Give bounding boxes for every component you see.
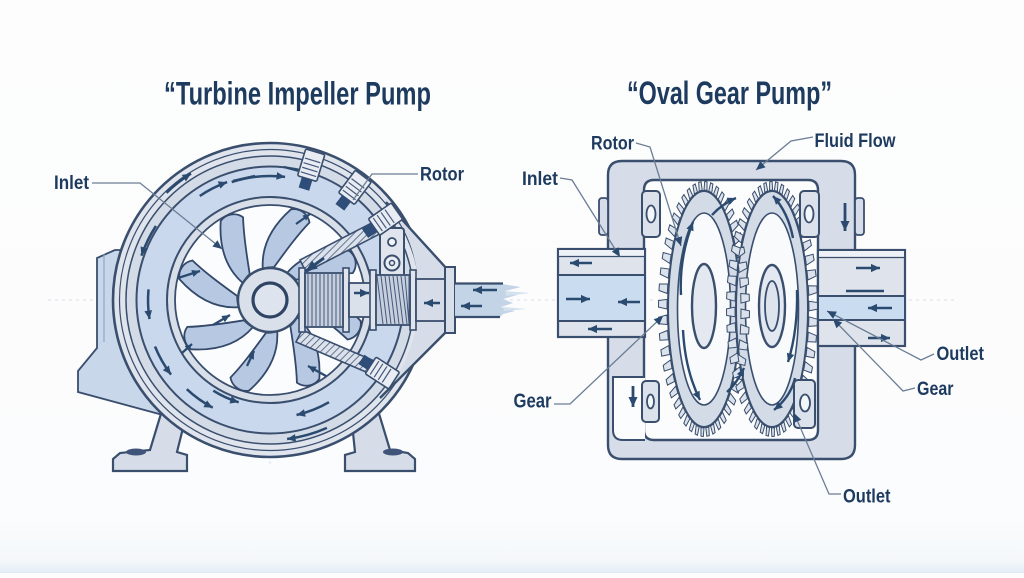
svg-text:Inlet: Inlet — [54, 173, 90, 194]
svg-text:Gear: Gear — [514, 391, 552, 413]
svg-text:“Oval Gear Pump”: “Oval Gear Pump” — [627, 75, 832, 111]
svg-text:Fluid Flow: Fluid Flow — [815, 131, 896, 152]
svg-text:Inlet: Inlet — [522, 169, 559, 190]
svg-text:Outlet: Outlet — [937, 344, 985, 365]
svg-text:“Turbine Impeller Pump: “Turbine Impeller Pump — [164, 76, 431, 112]
svg-text:Outlet: Outlet — [843, 487, 891, 508]
svg-text:Gear: Gear — [917, 379, 954, 400]
svg-text:Rotor: Rotor — [591, 134, 635, 155]
svg-text:Rotor: Rotor — [420, 165, 465, 186]
